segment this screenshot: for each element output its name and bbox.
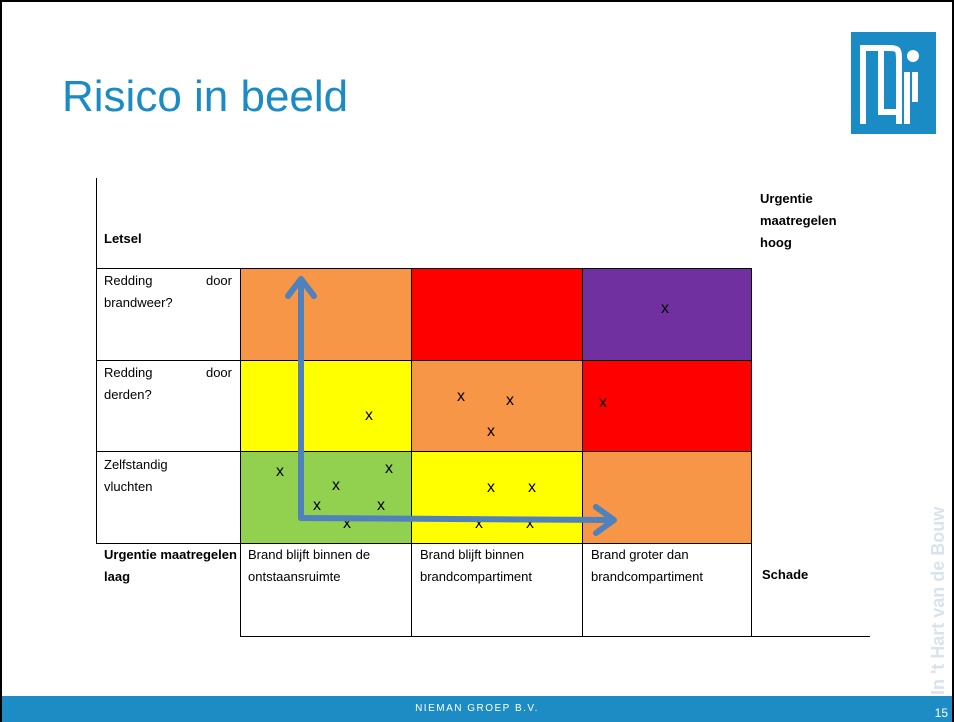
x-mark: x [599, 394, 607, 411]
cell-r1-c3 [583, 269, 751, 360]
row-label-1: Redding door brandweer? [104, 273, 232, 310]
nieman-logo [851, 32, 936, 134]
col-line-1 [240, 268, 241, 636]
x-mark: x [528, 479, 536, 496]
footer-bar: NIEMAN GROEP B.V. 15 [2, 696, 952, 722]
col-line-3 [582, 268, 583, 636]
row-label-3: Zelfstandig vluchten [104, 457, 168, 494]
x-mark: x [457, 388, 465, 405]
table-line-bottom [96, 543, 752, 544]
cell-r2-c3 [583, 361, 751, 451]
x-mark: x [661, 300, 669, 317]
cell-r1-c2 [412, 269, 582, 360]
table-line-top [96, 268, 752, 269]
x-mark: x [506, 392, 514, 409]
column-label-2: Brand blijft binnen brandcompartiment [420, 547, 532, 584]
table-line-footer [240, 636, 870, 637]
x-mark: x [276, 463, 284, 480]
table-line-row2 [96, 360, 752, 361]
side-slogan: In 't Hart van de Bouw [928, 506, 948, 695]
horizontal-arrow-head [593, 504, 617, 536]
y-axis-line [96, 178, 97, 544]
x-mark: x [343, 515, 351, 532]
x-axis-label: Schade [762, 567, 809, 582]
cell-r2-c2 [412, 361, 582, 451]
slide-title: Risico in beeld [62, 72, 349, 121]
bottom-left-label: Urgentie maatregelen laag [104, 547, 237, 584]
row-label-2: Redding door derden? [104, 365, 232, 402]
page-number: 15 [934, 706, 948, 720]
cell-r1-c1 [241, 269, 411, 360]
footer-company: NIEMAN GROEP B.V. [415, 703, 539, 714]
x-mark: x [475, 515, 483, 532]
x-mark: x [487, 423, 495, 440]
x-mark: x [487, 479, 495, 496]
x-mark: x [526, 515, 534, 532]
column-label-3: Brand groter dan brandcompartiment [591, 547, 703, 584]
vertical-arrow-head [285, 276, 317, 299]
x-mark: x [377, 497, 385, 514]
x-mark: x [332, 477, 340, 494]
cell-r3-c2 [412, 452, 582, 543]
column-label-1: Brand blijft binnen de ontstaansruimte [248, 547, 371, 584]
horizontal-arrow-line [298, 515, 616, 523]
x-mark: x [385, 460, 393, 477]
table-line-row3 [96, 451, 752, 452]
cell-r3-c3 [583, 452, 751, 543]
x-mark: x [365, 407, 373, 424]
col-line-4 [751, 268, 752, 636]
y-axis-label: Letsel [104, 231, 142, 246]
cell-r2-c1 [241, 361, 411, 451]
top-right-label: Urgentie maatregelen hoog [760, 191, 837, 250]
cell-r3-c1 [241, 452, 411, 543]
x-mark: x [313, 497, 321, 514]
col-line-2 [411, 268, 412, 636]
